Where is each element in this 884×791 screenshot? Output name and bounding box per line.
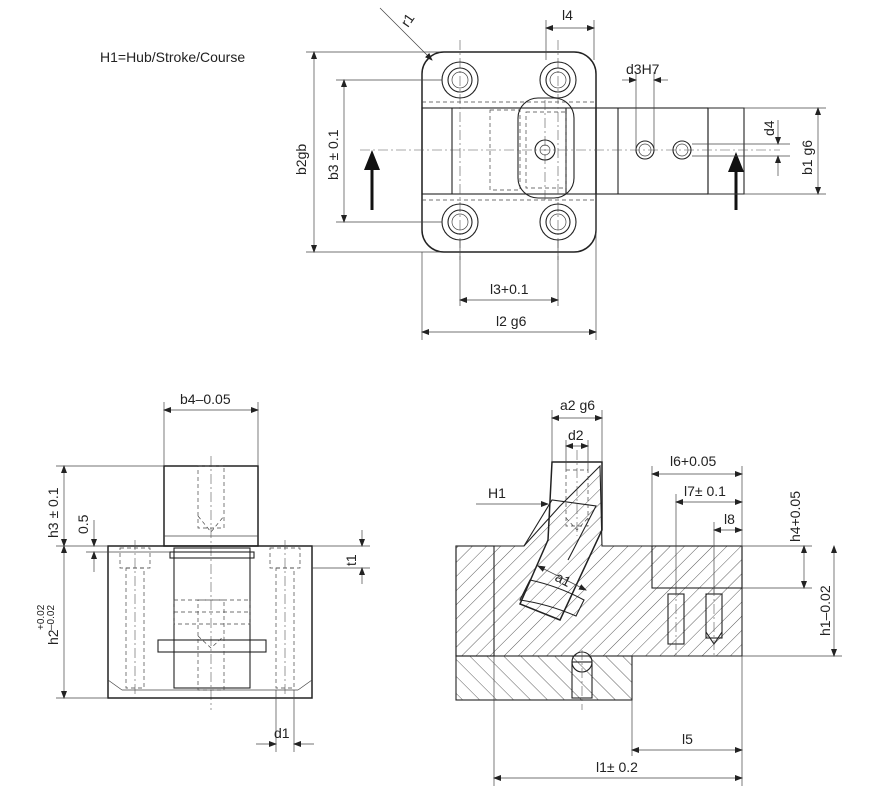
dim-d2: d2 [568, 427, 584, 443]
dim-h3: h3 ± 0.1 [45, 487, 61, 538]
dim-l1: l1± 0.2 [596, 759, 638, 775]
top-center-screw [534, 139, 556, 161]
top-dowel-hole-2 [672, 140, 692, 160]
dim-h4: h4+0.05 [787, 491, 803, 542]
dim-l8: l8 [724, 511, 735, 527]
dim-b2: b2gb [293, 144, 309, 175]
side-base-housing [107, 545, 313, 699]
dim-d1: d1 [274, 725, 290, 741]
front-base-plate [455, 655, 633, 701]
front-view: a2 g6 d2 H1 a1 l6+0.05 l7± 0.1 l8 h4+0.0… [455, 397, 842, 786]
dim-l2: l2 g6 [496, 313, 527, 329]
dim-b4: b4–0.05 [180, 391, 231, 407]
dim-b1: b1 g6 [799, 140, 815, 175]
dim-b3: b3 ± 0.1 [325, 129, 341, 180]
direction-arrow-left-icon [364, 150, 380, 210]
dim-l3: l3+0.1 [490, 281, 529, 297]
dim-l7: l7± 0.1 [684, 483, 726, 499]
dim-a2: a2 g6 [560, 397, 595, 413]
dim-h1: h1–0.02 [817, 585, 833, 636]
dim-l5: l5 [682, 731, 693, 747]
top-guide-slot [517, 97, 575, 199]
legend-h1-text: H1=Hub/Stroke/Course [100, 49, 245, 65]
top-view: r1 l4 d3H7 d4 b1 g6 b2gb b3 ± 0.1 [293, 7, 826, 340]
dim-l6: l6+0.05 [670, 453, 717, 469]
dim-h2-tol-dn: –0.02 [46, 605, 57, 630]
dim-d3: d3H7 [626, 61, 660, 77]
top-slider-band [421, 107, 597, 195]
dim-l4: l4 [562, 7, 573, 23]
dim-d4: d4 [761, 120, 777, 136]
dim-r1: r1 [397, 10, 417, 30]
dim-a1: a1 [553, 569, 574, 591]
top-bolt-top-right [539, 61, 577, 99]
dim-h2: h2 [45, 629, 61, 645]
dim-H1: H1 [488, 485, 506, 501]
direction-arrow-right-icon [728, 152, 744, 210]
dim-h2-tol-up: +0.02 [36, 604, 47, 630]
dim-t1: t1 [343, 554, 359, 566]
dim-0-5: 0.5 [75, 514, 91, 534]
side-view: b4–0.05 h3 ± 0.1 0.5 t1 h2 +0.02 –0.02 d… [36, 391, 370, 752]
